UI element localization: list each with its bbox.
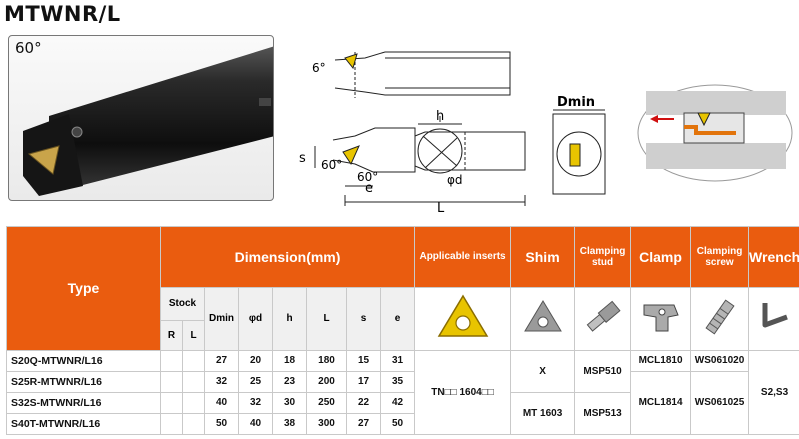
cell-L: 250 — [306, 391, 347, 414]
screw-cell-a: WS061020 — [690, 349, 750, 372]
dim-dmin-label: Dmin — [557, 95, 595, 110]
cell-L: 200 — [306, 370, 347, 393]
cell-s: 22 — [346, 391, 381, 414]
cell-s: 17 — [346, 370, 381, 393]
cell-h: 23 — [272, 370, 307, 393]
shim-icon — [523, 300, 562, 332]
type-header: Type — [6, 226, 161, 351]
dim-e-label: e — [365, 181, 373, 196]
dim-L-label: L — [437, 201, 445, 215]
cell-d: 32 — [238, 391, 273, 414]
cell-d: 20 — [238, 349, 273, 372]
col-d: φd — [238, 286, 273, 351]
cell-dmin: 27 — [204, 349, 239, 372]
table-row: S32S-MTWNR/L16 40 32 30 250 22 42 MT 160… — [6, 391, 799, 436]
stock-header: Stock — [160, 286, 205, 321]
stock-l: L — [182, 319, 205, 351]
cell-e: 50 — [379, 412, 416, 436]
dimension-drawing: 6° s 60° 60° h φd e L Dmin — [299, 51, 606, 215]
clamp-cell-b: MCL1814 — [630, 370, 692, 436]
col-s: s — [346, 286, 381, 351]
wrench-header: Wrench — [748, 226, 799, 288]
cell-d: 25 — [238, 370, 273, 393]
model-cell: S32S-MTWNR/L16 — [6, 391, 161, 414]
angle-60-right: 60° — [357, 170, 378, 184]
stock-r: R — [160, 319, 183, 351]
cell-h: 30 — [272, 391, 307, 414]
screw-icon — [705, 299, 735, 335]
dim-s-label: s — [299, 151, 306, 166]
spec-table: Type Dimension(mm) Applicable inserts Sh… — [6, 226, 799, 436]
cell-L: 180 — [306, 349, 347, 372]
cell-dmin: 32 — [204, 370, 239, 393]
dim-h-label: h — [436, 109, 444, 124]
shim-cell-b: MT 1603 — [510, 391, 576, 436]
insert-image — [414, 286, 512, 351]
cell-h: 38 — [272, 412, 307, 436]
stud-image — [574, 286, 632, 351]
shim-cell-a: X — [510, 349, 576, 393]
screw-image — [690, 286, 750, 351]
col-dmin: Dmin — [204, 286, 239, 351]
boring-bar-image — [23, 46, 273, 196]
insert-cell: TN□□ 1604□□ — [414, 349, 512, 436]
table-row: S25R-MTWNR/L16 32 25 23 200 17 35 MCL181… — [6, 370, 799, 436]
model-cell: S25R-MTWNR/L16 — [6, 370, 161, 393]
clamp-image — [630, 286, 692, 351]
cell-h: 18 — [272, 349, 307, 372]
cell-e: 35 — [379, 370, 416, 393]
insert-icon — [437, 294, 488, 338]
cell-d: 40 — [238, 412, 273, 436]
product-photo: 60° — [8, 35, 274, 201]
cell-dmin: 40 — [204, 391, 239, 414]
col-e: e — [379, 286, 416, 351]
dim-d-label: φd — [447, 173, 463, 187]
inserts-header: Applicable inserts — [414, 226, 512, 288]
wrench-icon — [762, 303, 788, 328]
stud-cell-b: MSP513 — [574, 391, 632, 436]
screw-header: Clamping screw — [690, 226, 750, 288]
cell-L: 300 — [306, 412, 347, 436]
cell-dmin: 50 — [204, 412, 239, 436]
stud-cell-a: MSP510 — [574, 349, 632, 393]
clamp-header: Clamp — [630, 226, 692, 288]
col-h: h — [272, 286, 307, 351]
cell-s: 15 — [346, 349, 381, 372]
clamp-icon — [643, 304, 679, 332]
stud-header: Clamping stud — [574, 226, 632, 288]
cell-s: 27 — [346, 412, 381, 436]
page-title: MTWNR/L — [4, 2, 121, 26]
clamp-cell-a: MCL1810 — [630, 349, 692, 372]
shim-image — [510, 286, 576, 351]
stud-icon — [586, 301, 621, 332]
angle-label: 60° — [15, 39, 42, 57]
model-cell: S20Q-MTWNR/L16 — [6, 349, 161, 372]
screw-cell-b: WS061025 — [690, 370, 750, 436]
table-row: S20Q-MTWNR/L16 27 20 18 180 15 31 TN□□ 1… — [6, 349, 799, 436]
col-L: L — [306, 286, 347, 351]
shim-header: Shim — [510, 226, 576, 288]
table-row: S40T-MTWNR/L16 50 40 38 300 27 50 — [6, 412, 799, 436]
angle-60-left: 60° — [321, 158, 342, 172]
application-diagram — [637, 84, 793, 182]
wrench-cell: S2,S3 — [748, 349, 799, 436]
model-cell: S40T-MTWNR/L16 — [6, 412, 161, 436]
cell-e: 42 — [379, 391, 416, 414]
top-angle-label: 6° — [312, 61, 326, 75]
cell-e: 31 — [379, 349, 416, 372]
dimension-header: Dimension(mm) — [159, 226, 416, 288]
wrench-image — [748, 286, 799, 351]
